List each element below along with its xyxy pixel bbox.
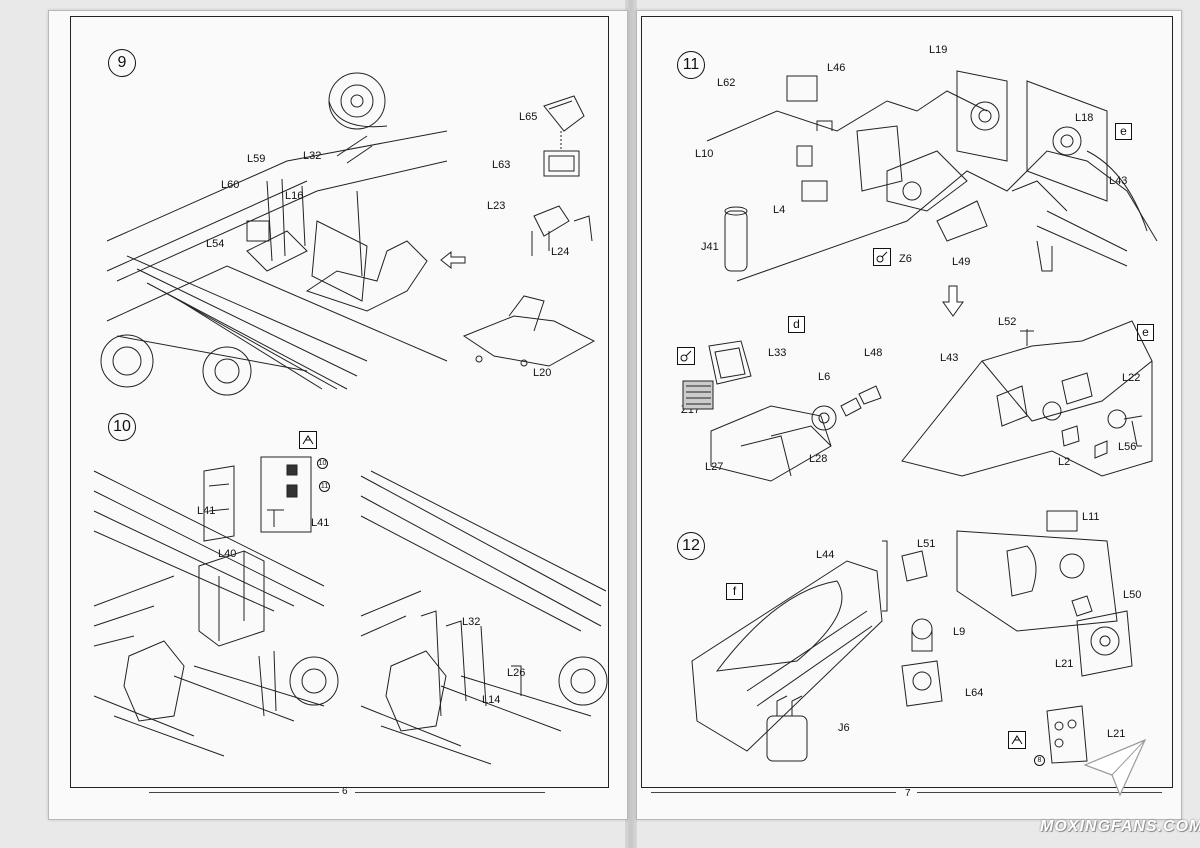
label-l40: L40: [218, 548, 237, 560]
step-11-down-arrow-icon: [943, 286, 963, 316]
wrench-icon-2: [677, 347, 695, 365]
step-11-hull-drawing: [707, 51, 1157, 301]
label-l23: L23: [487, 200, 506, 212]
label-l64: L64: [965, 687, 984, 699]
label-l51: L51: [917, 538, 936, 550]
left-page-frame: [70, 16, 609, 788]
label-l4: L4: [773, 204, 786, 216]
step-9-parts-drawing: [454, 91, 604, 371]
right-page-footer-rule-2: [917, 792, 1162, 793]
step-12-number: 12: [677, 532, 705, 560]
step-10-left-drawing: [94, 466, 339, 766]
watermark-plane-logo: [1080, 735, 1150, 805]
label-l48: L48: [864, 347, 883, 359]
label-l33: L33: [768, 347, 787, 359]
box-label-f: f: [726, 583, 743, 600]
right-page-footer-rule: [651, 792, 896, 793]
label-l41-b: L41: [311, 517, 330, 529]
photo-etch-icon-2: [1008, 731, 1026, 749]
label-l19: L19: [929, 44, 948, 56]
label-l65: L65: [519, 111, 538, 123]
label-l52: L52: [998, 316, 1017, 328]
step-11-sub-d-drawing: [681, 336, 901, 486]
label-l44: L44: [816, 549, 835, 561]
label-l43-b: L43: [940, 352, 959, 364]
label-z6: Z6: [899, 253, 912, 265]
step-11-number: 11: [677, 51, 705, 79]
step-10-number: 10: [108, 413, 136, 441]
label-l56: L56: [1118, 441, 1137, 453]
label-l6: L6: [818, 371, 831, 383]
step-10-fret-drawing: [259, 455, 329, 535]
label-l32: L32: [303, 150, 322, 162]
label-l46: L46: [827, 62, 846, 74]
direction-arrow-icon: [441, 252, 465, 268]
label-l24: L24: [551, 246, 570, 258]
step-9-chassis-drawing: [107, 71, 447, 391]
label-l43: L43: [1109, 175, 1128, 187]
label-l54: L54: [206, 238, 225, 250]
label-l41-a: L41: [197, 505, 216, 517]
photo-etch-icon: [299, 431, 317, 449]
label-l10: L10: [695, 148, 714, 160]
watermark-text: MOXINGFANS.COM: [1040, 818, 1200, 835]
label-l11: L11: [1082, 511, 1100, 523]
box-label-e-2: e: [1137, 324, 1154, 341]
label-l50: L50: [1123, 589, 1142, 601]
right-page: 11 L19 L62 L46 L18 e L10 L43 L4 J41 Z6 L…: [636, 10, 1182, 820]
step-10-right-drawing: [361, 466, 606, 766]
left-page-footer-rule-2: [355, 792, 545, 793]
label-l21-a: L21: [1055, 658, 1074, 670]
right-page-number: 7: [905, 788, 911, 799]
label-l16: L16: [285, 190, 304, 202]
label-j6: J6: [838, 722, 850, 734]
wrench-icon: [873, 248, 891, 266]
step-12-hull-side-drawing: [687, 511, 1157, 771]
left-page: 9 L65 L59 L32 L63 L60 L16 L23 L54: [48, 10, 628, 820]
step-9-number: 9: [108, 49, 136, 77]
label-l60: L60: [221, 179, 240, 191]
label-l9: L9: [953, 626, 966, 638]
box-label-d: d: [788, 316, 805, 333]
label-l32-b: L32: [462, 616, 481, 628]
label-l59: L59: [247, 153, 266, 165]
callout-8: 8: [1034, 755, 1045, 766]
right-page-frame: [641, 16, 1173, 788]
left-page-footer-rule: [149, 792, 339, 793]
step-11-sub-e-drawing: [902, 301, 1162, 476]
label-l20: L20: [533, 367, 552, 379]
page-gutter: [625, 0, 637, 848]
left-page-number: 6: [342, 786, 348, 797]
callout-11: 11: [319, 481, 330, 492]
box-label-e-1: e: [1115, 123, 1132, 140]
label-l63: L63: [492, 159, 511, 171]
label-l21-b: L21: [1107, 728, 1126, 740]
label-j41: J41: [701, 241, 719, 253]
label-l18: L18: [1075, 112, 1094, 124]
label-l49: L49: [952, 256, 971, 268]
callout-10: 10: [317, 458, 328, 469]
label-l62: L62: [717, 77, 736, 89]
